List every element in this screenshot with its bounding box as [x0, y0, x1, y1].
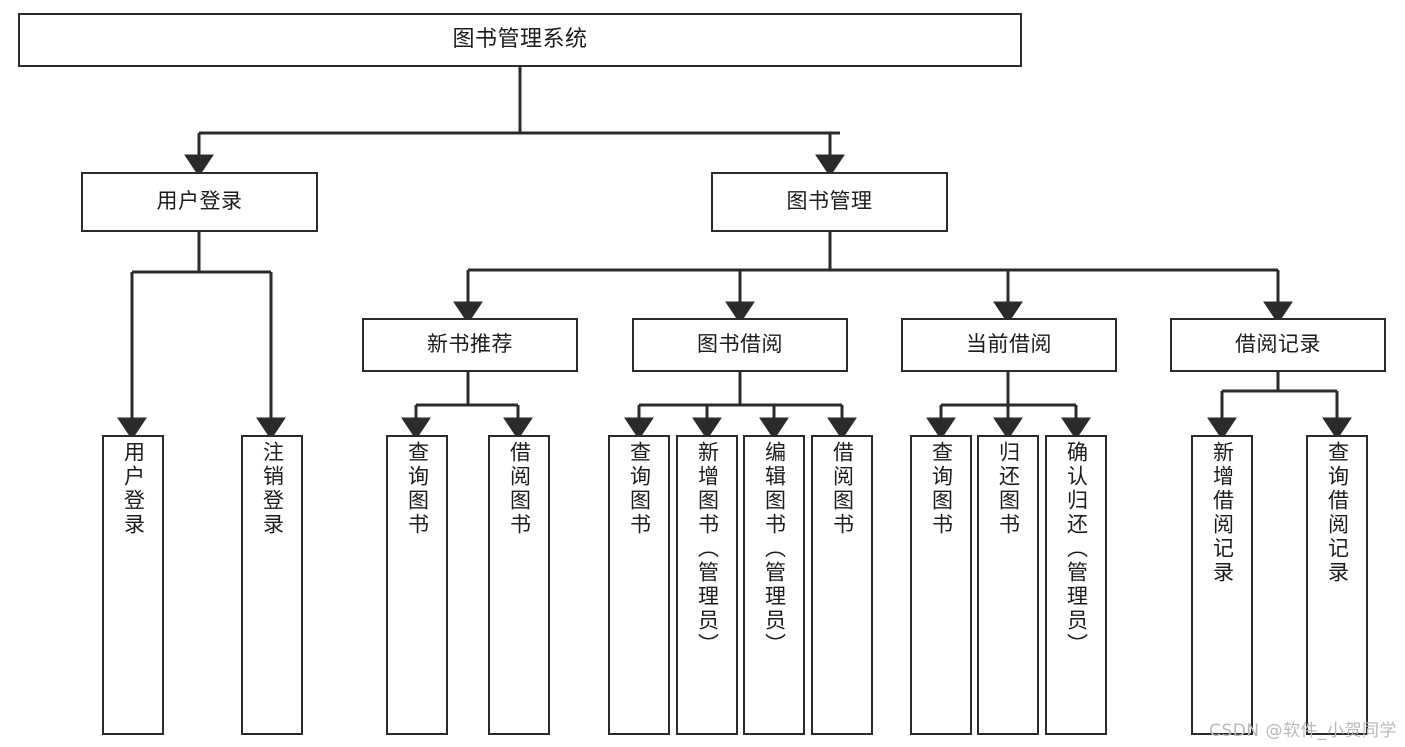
node-user-login-label: 用户登录 [156, 189, 243, 214]
node-borrow-record-label: 借阅记录 [1235, 332, 1321, 357]
leaf-label: 借阅图书 [830, 441, 855, 537]
node-current-borrow[interactable]: 当前借阅 [901, 318, 1117, 372]
leaf-currentborrow-query-book[interactable]: 查询图书 [910, 435, 972, 735]
node-root-system[interactable]: 图书管理系统 [18, 13, 1022, 67]
leaf-user-logout[interactable]: 注销登录 [241, 435, 303, 735]
leaf-borrowrecord-query-record[interactable]: 查询借阅记录 [1306, 435, 1368, 735]
node-new-book-recommend[interactable]: 新书推荐 [362, 318, 578, 372]
leaf-label: 借阅图书 [507, 441, 532, 537]
leaf-bookborrow-borrow-book[interactable]: 借阅图书 [811, 435, 873, 735]
leaf-newbook-borrow-book[interactable]: 借阅图书 [488, 435, 550, 735]
leaf-currentborrow-return-book[interactable]: 归还图书 [977, 435, 1039, 735]
leaf-currentborrow-confirm-return[interactable]: 确认归还（管理员） [1045, 435, 1107, 735]
leaf-label: 查询图书 [929, 441, 954, 537]
leaf-borrowrecord-add-record[interactable]: 新增借阅记录 [1191, 435, 1253, 735]
node-root-label: 图书管理系统 [452, 26, 588, 52]
leaf-label: 确认归还（管理员） [1064, 441, 1089, 657]
leaf-label: 用户登录 [121, 441, 146, 537]
node-book-borrow[interactable]: 图书借阅 [632, 318, 848, 372]
node-current-borrow-label: 当前借阅 [966, 332, 1052, 357]
leaf-newbook-query-book[interactable]: 查询图书 [386, 435, 448, 735]
node-book-management[interactable]: 图书管理 [711, 172, 948, 232]
leaf-bookborrow-edit-book[interactable]: 编辑图书（管理员） [743, 435, 805, 735]
leaf-label: 新增图书（管理员） [695, 441, 720, 657]
node-borrow-record[interactable]: 借阅记录 [1170, 318, 1386, 372]
node-user-login[interactable]: 用户登录 [81, 172, 318, 232]
leaf-label: 新增借阅记录 [1210, 441, 1235, 585]
leaf-label: 注销登录 [260, 441, 285, 537]
node-new-book-recommend-label: 新书推荐 [427, 332, 513, 357]
node-book-management-label: 图书管理 [786, 189, 873, 214]
leaf-label: 查询图书 [405, 441, 430, 537]
leaf-label: 查询图书 [627, 441, 652, 537]
csdn-watermark: CSDN @软件_小贺同学 [1209, 721, 1397, 741]
leaf-bookborrow-query-book[interactable]: 查询图书 [608, 435, 670, 735]
leaf-label: 编辑图书（管理员） [762, 441, 787, 657]
node-book-borrow-label: 图书借阅 [697, 332, 783, 357]
leaf-label: 查询借阅记录 [1325, 441, 1350, 585]
leaf-bookborrow-add-book[interactable]: 新增图书（管理员） [676, 435, 738, 735]
leaf-label: 归还图书 [996, 441, 1021, 537]
leaf-user-login-do[interactable]: 用户登录 [102, 435, 164, 735]
